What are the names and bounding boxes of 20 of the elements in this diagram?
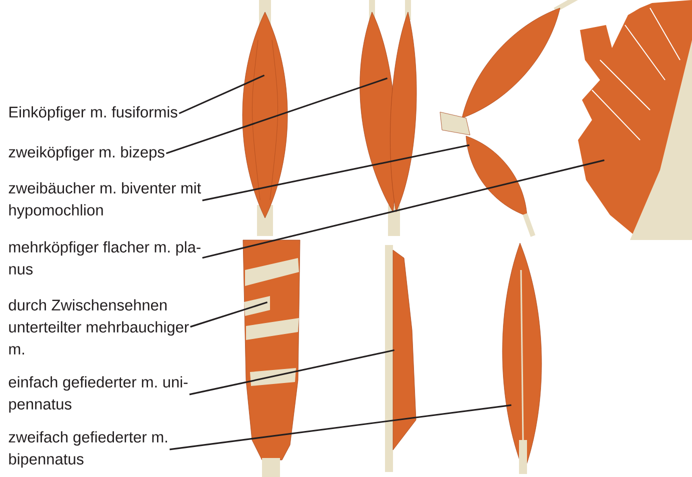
label-text: Einköpfiger m. fusiformis — [9, 106, 178, 121]
muscle-drawing — [502, 242, 542, 474]
label-text: zweiköpfiger m. bizeps — [8, 146, 164, 161]
label-text: zweibäucher m. biventer mit hypomochlion — [8, 182, 201, 219]
leader-line — [189, 349, 394, 396]
leader-line — [170, 404, 512, 450]
label-text: mehrköpfiger flacher m. pla- nus — [9, 241, 200, 275]
muscle-drawing — [385, 245, 416, 472]
muscle-drawing — [578, 0, 692, 240]
leader-line — [202, 144, 470, 202]
muscle-drawing — [242, 0, 288, 236]
label-text: einfach gefiederter m. uni- pennatus — [8, 376, 188, 413]
leader-line — [178, 74, 265, 114]
leader-line — [202, 159, 604, 259]
leader-line — [166, 77, 388, 154]
muscle-drawing — [360, 0, 417, 236]
label-text: zweifach gefiederter m. bipennatus — [8, 431, 167, 468]
label-text: durch Zwischensehnen unterteilter mehrbauchiger m. — [8, 299, 189, 354]
leader-line — [190, 301, 268, 328]
muscle-drawing — [242, 240, 300, 477]
